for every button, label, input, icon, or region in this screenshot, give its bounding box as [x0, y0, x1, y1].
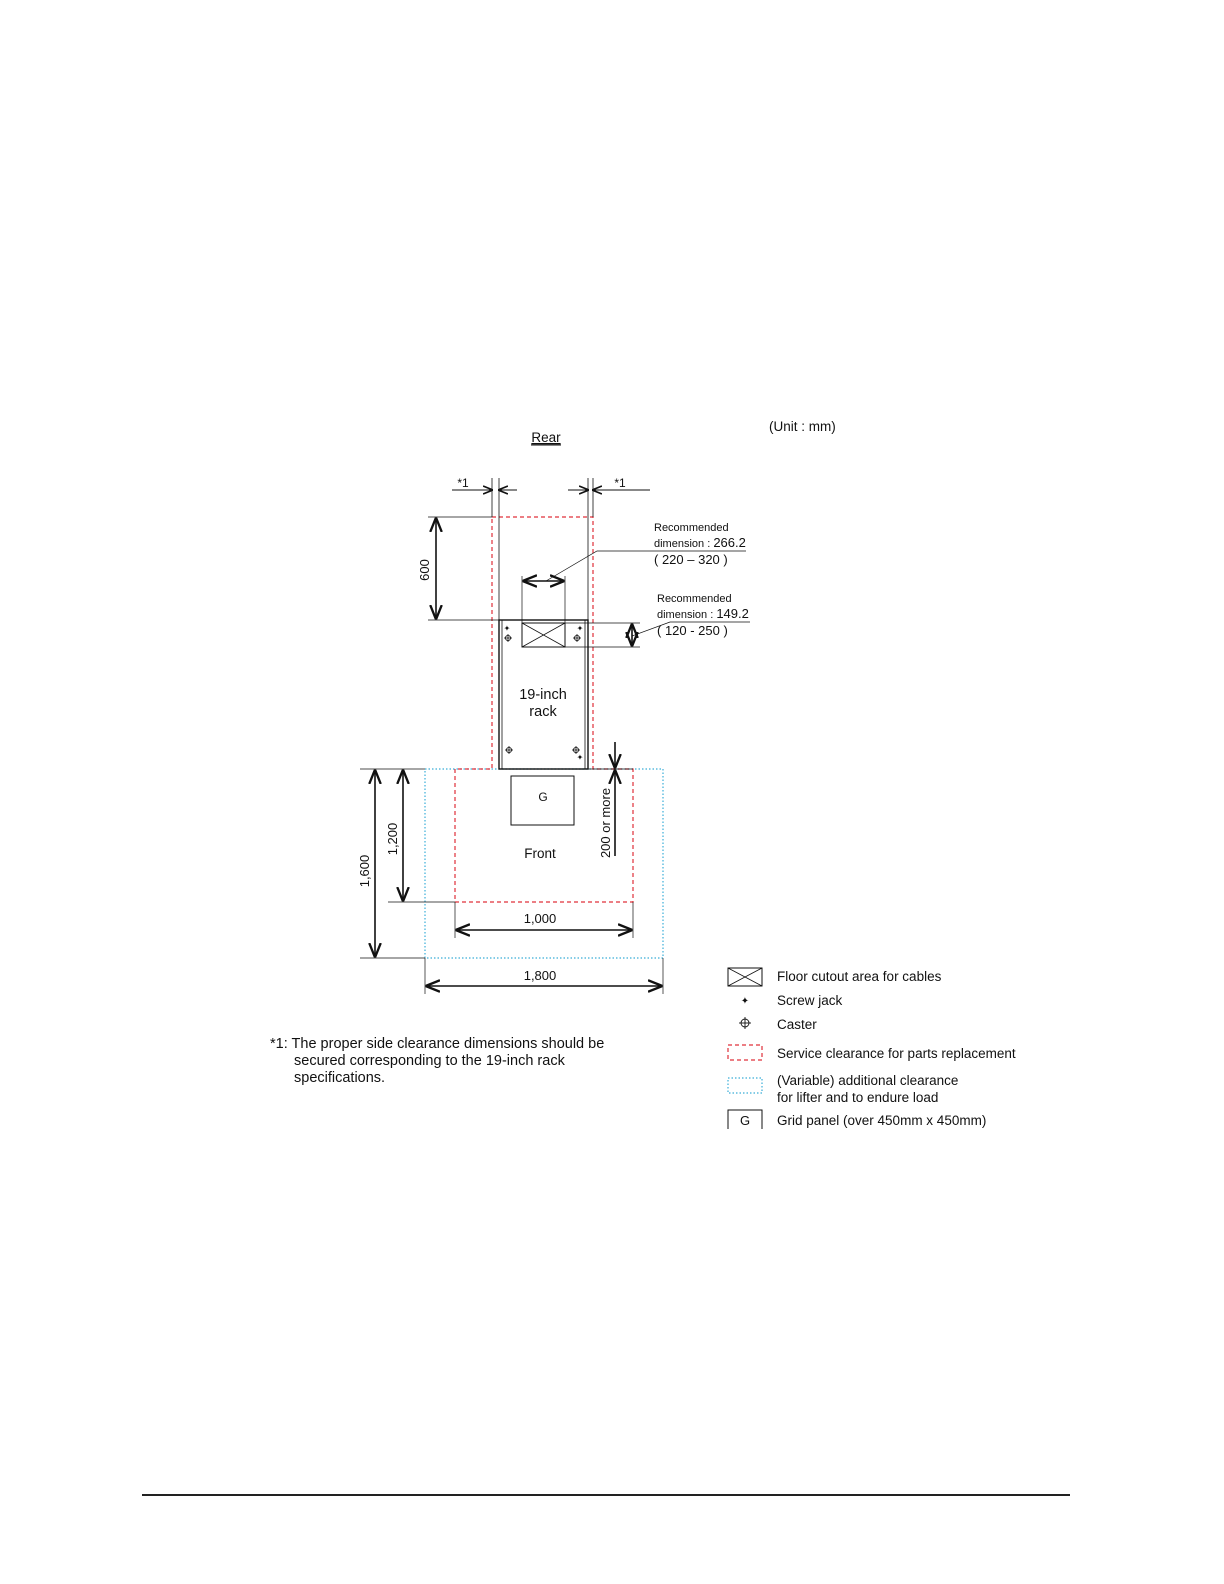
svg-text:✦: ✦ — [577, 624, 584, 633]
cutout-width-callout-line2: dimension : 266.2 — [654, 535, 746, 550]
footer-rule — [142, 1494, 1070, 1496]
side-clearance-right-marker: *1 — [614, 476, 626, 490]
rear-label: Rear — [531, 430, 561, 445]
width-dimensions — [424, 902, 664, 994]
side-clearance-left-marker: *1 — [457, 476, 469, 490]
footnote-line2: secured corresponding to the 19-inch rac… — [294, 1053, 565, 1069]
floor-cutout — [521, 622, 566, 648]
cutout-width-callout-range: ( 220 – 320 ) — [654, 552, 728, 567]
svg-text:✦: ✦ — [741, 996, 749, 1007]
footnote-line3: specifications. — [294, 1070, 386, 1086]
min-front-gap-value: 200 or more — [598, 788, 613, 858]
legend-item-grid: G Grid panel (over 450mm x 450mm) — [727, 1109, 1057, 1132]
rear-depth-dimension — [428, 516, 499, 621]
min-front-gap-dimension — [588, 742, 633, 856]
legend-grid-label: Grid panel (over 450mm x 450mm) — [777, 1113, 987, 1128]
screw-jack-icon: ✦ — [741, 996, 749, 1007]
caster-icon — [739, 1017, 751, 1029]
svg-text:✦: ✦ — [504, 624, 511, 633]
cutout-depth-callout-range: ( 120 - 250 ) — [657, 623, 728, 638]
legend-item-service: Service clearance for parts replacement — [727, 1043, 1057, 1065]
svg-text:✦: ✦ — [577, 753, 584, 762]
total-width-value: 1,800 — [524, 968, 557, 983]
legend-caster-label: Caster — [777, 1017, 817, 1032]
legend-item-caster: Caster — [727, 1014, 1057, 1036]
footnote-marker: *1: — [270, 1036, 288, 1052]
legend-service-label: Service clearance for parts replacement — [777, 1046, 1016, 1061]
rack-label-line2: rack — [529, 704, 557, 720]
cutout-depth-callout-line2: dimension : 149.2 — [657, 606, 749, 621]
rack-footprint — [498, 619, 589, 770]
legend-screw-jack-label: Screw jack — [777, 993, 843, 1008]
legend-item-additional: (Variable) additional clearance for lift… — [727, 1070, 1057, 1110]
legend-cutout-label: Floor cutout area for cables — [777, 969, 942, 984]
floor-cutout-icon — [727, 967, 763, 987]
front-depth-dimensions — [360, 768, 455, 959]
legend-item-cutout: Floor cutout area for cables — [727, 966, 1057, 988]
legend-additional-line2: for lifter and to endure load — [777, 1090, 939, 1105]
cutout-depth-callout-line1: Recommended — [657, 593, 732, 605]
grid-panel-icon: G — [727, 1109, 763, 1129]
cutout-width-callout-line1: Recommended — [654, 522, 729, 534]
screw-jack-icon: ✦ ✦ ✦ — [504, 624, 584, 762]
grid-panel-letter: G — [538, 790, 547, 804]
cutout-depth-dimension — [565, 621, 750, 648]
front-service-depth-value: 1,200 — [385, 823, 400, 856]
grid-panel-legend-letter: G — [740, 1113, 750, 1128]
service-width-value: 1,000 — [524, 911, 557, 926]
caster-icon — [504, 634, 581, 754]
rear-depth-value: 600 — [417, 559, 432, 581]
cutout-width-dimension — [521, 550, 746, 623]
front-label: Front — [524, 846, 556, 861]
legend-item-screw-jack: ✦ Screw jack — [727, 990, 1057, 1012]
footnote-line1: The proper side clearance dimensions sho… — [291, 1036, 605, 1052]
grid-panel — [510, 775, 575, 826]
side-clearance-markers — [452, 478, 650, 620]
front-total-depth-value: 1,600 — [357, 855, 372, 888]
side-clearance-footnote: *1: The proper side clearance dimensions… — [270, 1036, 650, 1087]
legend-additional-line1: (Variable) additional clearance — [777, 1073, 959, 1088]
rack-label-line1: 19-inch — [519, 687, 567, 703]
additional-clearance-swatch — [727, 1077, 763, 1094]
service-clearance-swatch — [727, 1044, 763, 1061]
unit-label: (Unit : mm) — [769, 419, 836, 434]
